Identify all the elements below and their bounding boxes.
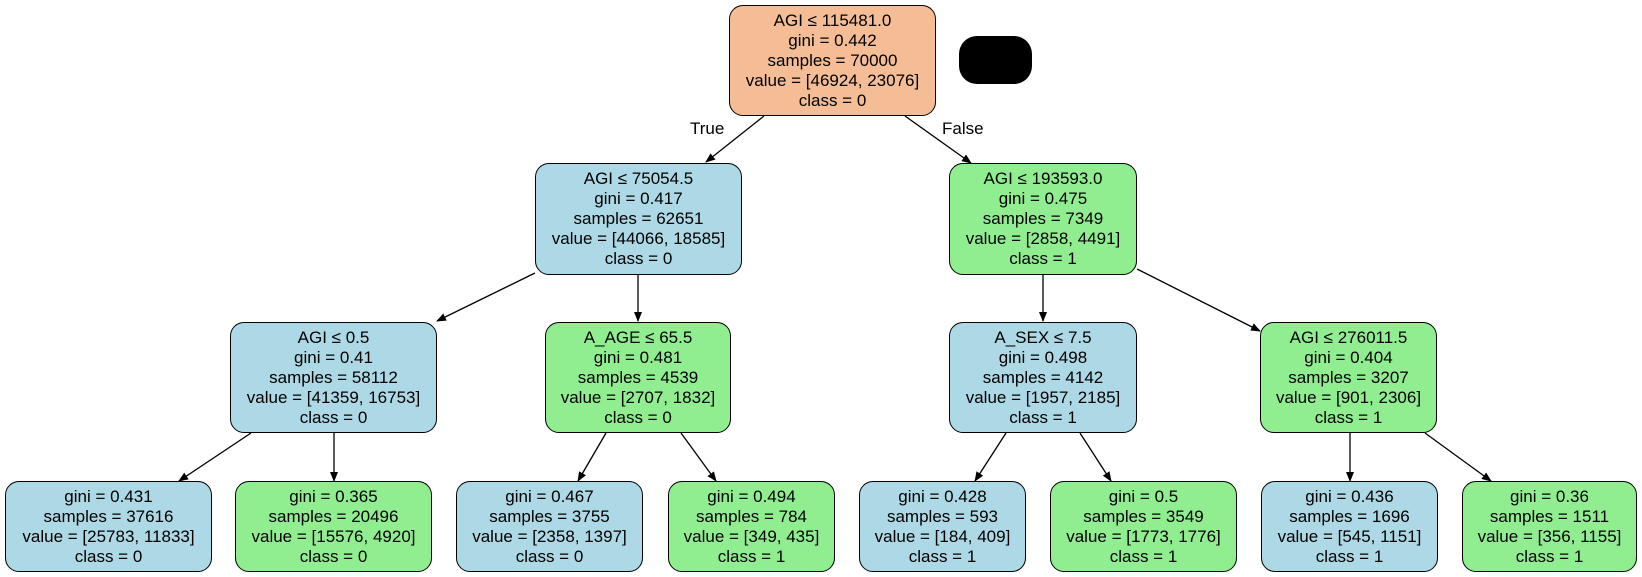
node-gini: gini = 0.498 [998, 347, 1088, 367]
node-value: value = [2858, 4491] [965, 229, 1121, 248]
node-samples: samples = 58112 [269, 367, 398, 387]
tree-leaf-7: gini = 0.436 samples = 1696 value = [545… [1261, 481, 1438, 572]
leaf-class: class = 1 [908, 546, 977, 566]
leaf-gini: gini = 0.436 [1305, 486, 1394, 506]
leaf-samples: samples = 37616 [43, 506, 174, 526]
node-gini: gini = 0.417 [594, 189, 683, 208]
edge-n3-to-l1 [178, 432, 252, 482]
node-gini: gini = 0.41 [294, 347, 373, 367]
leaf-value: value = [545, 1151] [1277, 526, 1422, 546]
node-value: value = [2707, 1832] [560, 387, 716, 407]
leaf-gini: gini = 0.467 [505, 486, 594, 506]
leaf-samples: samples = 1696 [1289, 506, 1410, 526]
leaf-value: value = [15576, 4920] [251, 526, 416, 546]
node-split: AGI ≤ 193593.0 [983, 169, 1103, 188]
tree-node-n4: A_AGE ≤ 65.5 gini = 0.481 samples = 4539… [545, 322, 731, 433]
edge-root-to-n1 [705, 115, 765, 163]
node-gini: gini = 0.475 [998, 189, 1088, 208]
edge-label-true: True [690, 119, 725, 138]
tree-leaf-5: gini = 0.428 samples = 593 value = [184,… [859, 481, 1026, 572]
node-class: class = 0 [604, 249, 673, 268]
node-samples: samples = 7349 [982, 209, 1104, 228]
node-class: class = 0 [604, 407, 672, 427]
node-split: A_SEX ≤ 7.5 [994, 327, 1092, 347]
leaf-class: class = 1 [1315, 546, 1384, 566]
node-gini: gini = 0.404 [1304, 347, 1393, 367]
edge-n6-to-l8 [1424, 432, 1492, 482]
node-split: AGI ≤ 276011.5 [1289, 327, 1408, 347]
leaf-samples: samples = 1511 [1489, 506, 1610, 526]
edge-root-to-n2 [904, 115, 972, 164]
node-class: class = 1 [1009, 407, 1077, 427]
leaf-gini: gini = 0.36 [1510, 486, 1589, 506]
tree-leaf-4: gini = 0.494 samples = 784 value = [349,… [668, 481, 835, 572]
node-samples: samples = 70000 [767, 50, 898, 70]
edge-n2-to-n6 [1136, 268, 1261, 332]
leaf-value: value = [184, 409] [874, 526, 1011, 546]
leaf-value: value = [349, 435] [683, 526, 820, 546]
edge-n4-to-l4 [680, 432, 717, 482]
node-value: value = [41359, 16753] [246, 387, 421, 407]
leaf-class: class = 0 [299, 546, 368, 566]
edge-n5-to-l6 [1079, 432, 1112, 482]
leaf-value: value = [1773, 1776] [1066, 526, 1221, 546]
node-samples: samples = 4539 [577, 367, 699, 387]
node-gini: gini = 0.481 [593, 347, 683, 367]
tree-leaf-2: gini = 0.365 samples = 20496 value = [15… [235, 481, 432, 572]
leaf-samples: samples = 784 [695, 506, 808, 526]
leaf-gini: gini = 0.431 [64, 486, 153, 506]
leaf-class: class = 0 [74, 546, 143, 566]
leaf-gini: gini = 0.494 [707, 486, 796, 506]
node-value: value = [901, 2306] [1275, 387, 1422, 407]
node-value: value = [44066, 18585] [551, 229, 726, 248]
edge-n5-to-l5 [974, 432, 1007, 482]
tree-node-n3: AGI ≤ 0.5 gini = 0.41 samples = 58112 va… [230, 322, 437, 433]
leaf-samples: samples = 3755 [489, 506, 610, 526]
tree-leaf-3: gini = 0.467 samples = 3755 value = [235… [456, 481, 643, 572]
node-class: class = 0 [798, 90, 867, 110]
node-class: class = 1 [1009, 249, 1077, 268]
tree-node-n6: AGI ≤ 276011.5 gini = 0.404 samples = 32… [1260, 322, 1437, 433]
node-split: A_AGE ≤ 65.5 [583, 327, 693, 347]
tree-node-n5: A_SEX ≤ 7.5 gini = 0.498 samples = 4142 … [949, 322, 1137, 433]
leaf-gini: gini = 0.428 [898, 486, 987, 506]
edge-n4-to-l3 [577, 432, 607, 482]
leaf-samples: samples = 3549 [1083, 506, 1204, 526]
leaf-class: class = 1 [1515, 546, 1584, 566]
redaction-blob [959, 36, 1032, 84]
tree-leaf-1: gini = 0.431 samples = 37616 value = [25… [5, 481, 212, 572]
node-class: class = 0 [299, 407, 368, 427]
leaf-value: value = [356, 1155] [1477, 526, 1622, 546]
leaf-samples: samples = 593 [886, 506, 999, 526]
leaf-class: class = 1 [1109, 546, 1178, 566]
tree-node-n1: AGI ≤ 75054.5 gini = 0.417 samples = 626… [535, 163, 742, 275]
leaf-class: class = 0 [515, 546, 584, 566]
edge-label-false: False [942, 119, 984, 138]
node-class: class = 1 [1314, 407, 1383, 427]
leaf-value: value = [2358, 1397] [472, 526, 627, 546]
edge-n1-to-n3 [436, 272, 536, 322]
node-split: AGI ≤ 75054.5 [583, 169, 694, 188]
node-value: value = [46924, 23076] [745, 70, 920, 90]
node-value: value = [1957, 2185] [965, 387, 1121, 407]
tree-node-root: AGI ≤ 115481.0 gini = 0.442 samples = 70… [729, 5, 936, 116]
node-samples: samples = 4142 [982, 367, 1104, 387]
tree-leaf-6: gini = 0.5 samples = 3549 value = [1773,… [1050, 481, 1237, 572]
leaf-gini: gini = 0.5 [1108, 486, 1179, 506]
leaf-gini: gini = 0.365 [289, 486, 378, 506]
node-samples: samples = 3207 [1288, 367, 1409, 387]
tree-node-n2: AGI ≤ 193593.0 gini = 0.475 samples = 73… [949, 163, 1137, 275]
leaf-class: class = 1 [717, 546, 786, 566]
leaf-samples: samples = 20496 [268, 506, 399, 526]
node-gini: gini = 0.442 [788, 30, 877, 50]
node-samples: samples = 62651 [573, 209, 704, 228]
tree-leaf-8: gini = 0.36 samples = 1511 value = [356,… [1462, 481, 1637, 572]
node-split: AGI ≤ 115481.0 [773, 10, 892, 30]
leaf-value: value = [25783, 11833] [22, 526, 195, 546]
node-split: AGI ≤ 0.5 [297, 327, 370, 347]
